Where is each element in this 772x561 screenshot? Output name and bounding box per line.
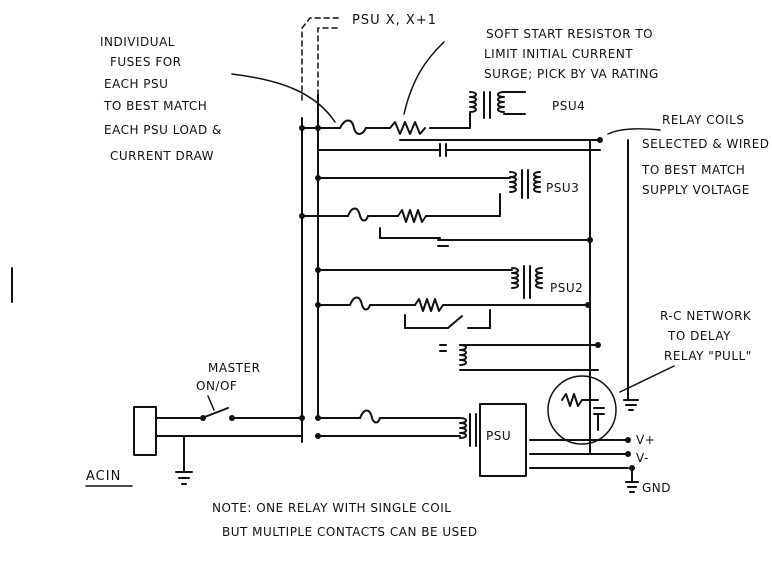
soft-start-callout-arrow [403,41,445,115]
master-switch-label: MASTER ON/OF [196,361,260,393]
svg-text:SUPPLY VOLTAGE: SUPPLY VOLTAGE [642,183,750,197]
soft-start-note: SOFT START RESISTOR TO LIMIT INITIAL CUR… [484,27,659,81]
svg-text:NOTE: ONE RELAY WITH SINGLE CO: NOTE: ONE RELAY WITH SINGLE COIL [212,501,451,515]
psu2-label: PSU2 [550,281,583,295]
relay-coils-note: RELAY COILS SELECTED & WIRED TO BEST MAT… [641,113,770,197]
svg-text:SELECTED & WIRED: SELECTED & WIRED [642,137,770,151]
svg-text:TO BEST MATCH: TO BEST MATCH [103,99,207,113]
svg-text:R-C NETWORK: R-C NETWORK [660,309,752,323]
svg-text:SURGE; PICK BY VA RATING: SURGE; PICK BY VA RATING [484,67,659,81]
svg-text:TO DELAY: TO DELAY [667,329,731,343]
psu-x-label: PSU X, X+1 [352,13,437,28]
psu4-label: PSU4 [552,99,585,113]
svg-text:ON/OF: ON/OF [196,379,237,393]
branch-psu3 [301,169,593,247]
svg-text:EACH PSU LOAD &: EACH PSU LOAD & [104,123,222,137]
svg-text:INDIVIDUAL: INDIVIDUAL [100,35,175,49]
gnd-label: GND [642,481,671,495]
v-plus-label: V+ [636,433,655,447]
v-minus-label: V- [636,451,649,465]
fuse-callout-arrow [231,73,336,123]
svg-text:RELAY "PULL": RELAY "PULL" [664,349,752,363]
svg-text:CURRENT DRAW: CURRENT DRAW [110,149,214,163]
psu-x-dashed-lead [301,17,341,101]
svg-text:BUT MULTIPLE CONTACTS CAN BE U: BUT MULTIPLE CONTACTS CAN BE USED [222,525,478,539]
fuse-note: INDIVIDUAL FUSES FOR EACH PSU TO BEST MA… [100,35,222,163]
ac-ground-symbol [175,471,193,485]
svg-text:FUSES FOR: FUSES FOR [110,55,182,69]
svg-text:EACH PSU: EACH PSU [104,77,168,91]
svg-text:TO BEST MATCH: TO BEST MATCH [641,163,745,177]
branch-psu4 [301,91,603,157]
svg-text:RELAY COILS: RELAY COILS [662,113,744,127]
ac-in-label: ACIN [86,469,121,484]
svg-text:MASTER: MASTER [208,361,260,375]
switch-contact [200,415,206,421]
relay-coil-callout-arrow [607,128,661,135]
master-switch-blade[interactable] [201,407,229,419]
psu-x-dashed-lead-2 [317,27,341,96]
branch-psu-main [317,403,527,477]
psu-main-label: PSU [486,429,511,443]
master-arrow [207,395,215,411]
svg-text:LIMIT INITIAL CURRENT: LIMIT INITIAL CURRENT [484,47,633,61]
footer-note: NOTE: ONE RELAY WITH SINGLE COIL BUT MUL… [212,501,478,539]
rc-network [547,365,675,445]
relay-coil-bus [529,139,639,493]
psu3-label: PSU3 [546,181,579,195]
ac-inlet [133,406,157,456]
rc-network-note: R-C NETWORK TO DELAY RELAY "PULL" [660,309,752,363]
svg-text:SOFT START RESISTOR TO: SOFT START RESISTOR TO [486,27,653,41]
